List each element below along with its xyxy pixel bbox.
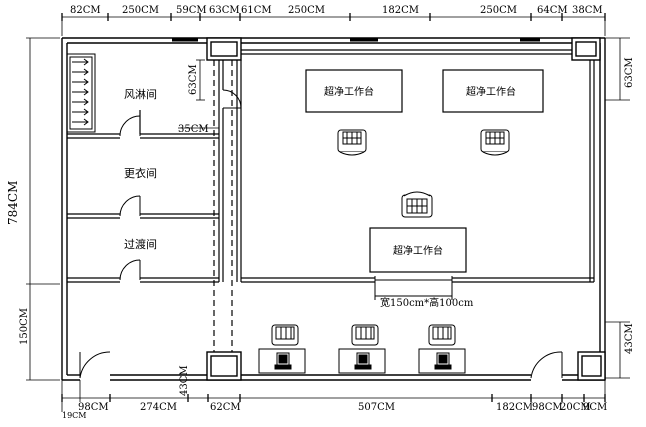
corridor-dashes xyxy=(213,60,233,352)
dim-bottom-20: 20CM xyxy=(560,402,591,413)
room-label-shower: 风淋间 xyxy=(124,88,157,101)
bench-label-2: 超净工作台 xyxy=(466,85,516,98)
dim-bottom-9: 9CM xyxy=(583,402,607,413)
doors xyxy=(79,89,563,379)
dim-bottom-507: 507CM xyxy=(358,402,395,413)
air-shower-unit xyxy=(66,53,96,133)
workstation-3 xyxy=(418,324,466,374)
dim-top-61: 61CM xyxy=(241,5,272,16)
dim-top-182: 182CM xyxy=(382,5,419,16)
pass-window xyxy=(374,276,453,300)
dim-top-64: 64CM xyxy=(537,5,568,16)
dim-left-784: 784CM xyxy=(6,181,20,225)
left-dimension-line xyxy=(26,37,60,381)
clean-bench-2: 超净工作台 xyxy=(442,69,544,113)
dim-right-63: 63CM xyxy=(624,57,635,88)
dim-top-63: 63CM xyxy=(209,5,240,16)
dim-inner-63: 63CM xyxy=(188,64,199,95)
dim-bottom-98b: 98CM xyxy=(532,402,563,413)
dim-left-150: 150CM xyxy=(19,308,30,345)
chair-icon xyxy=(401,191,433,218)
room-label-changing: 更衣间 xyxy=(124,166,157,180)
right-dimension-line xyxy=(605,37,630,379)
dim-right-43: 43CM xyxy=(624,323,635,354)
bench-label-3: 超净工作台 xyxy=(393,244,443,257)
bench-label-1: 超净工作台 xyxy=(324,85,374,98)
dim-bottom-62: 62CM xyxy=(210,402,241,413)
chair-icon xyxy=(480,129,510,156)
dim-top-250b: 250CM xyxy=(288,5,325,16)
dim-top-250c: 250CM xyxy=(480,5,517,16)
dim-inner-35: 35CM xyxy=(178,124,209,135)
window-note: 宽150cm*高100cm xyxy=(380,296,474,309)
clean-bench-1: 超净工作台 xyxy=(305,69,403,113)
partitions xyxy=(67,49,595,283)
columns xyxy=(206,37,606,381)
dim-top-82: 82CM xyxy=(70,5,101,16)
room-label-transition: 过渡间 xyxy=(124,237,157,251)
dim-top-250: 250CM xyxy=(122,5,159,16)
bottom-dimension-line xyxy=(61,380,606,412)
chair-icon xyxy=(337,129,367,156)
dim-bottom-182: 182CM xyxy=(496,402,533,413)
clean-bench-3: 超净工作台 xyxy=(369,227,467,273)
dim-top-59: 59CM xyxy=(176,5,207,16)
workstation-1 xyxy=(258,324,306,374)
dim-bottom-274: 274CM xyxy=(140,402,177,413)
dim-top-38: 38CM xyxy=(572,5,603,16)
inner-dims xyxy=(178,59,219,129)
dim-bottom-98: 98CM xyxy=(78,402,109,413)
dim-bottom-19: 19CM xyxy=(62,411,87,420)
top-dimension-line xyxy=(61,13,606,36)
workstation-2 xyxy=(338,324,386,374)
